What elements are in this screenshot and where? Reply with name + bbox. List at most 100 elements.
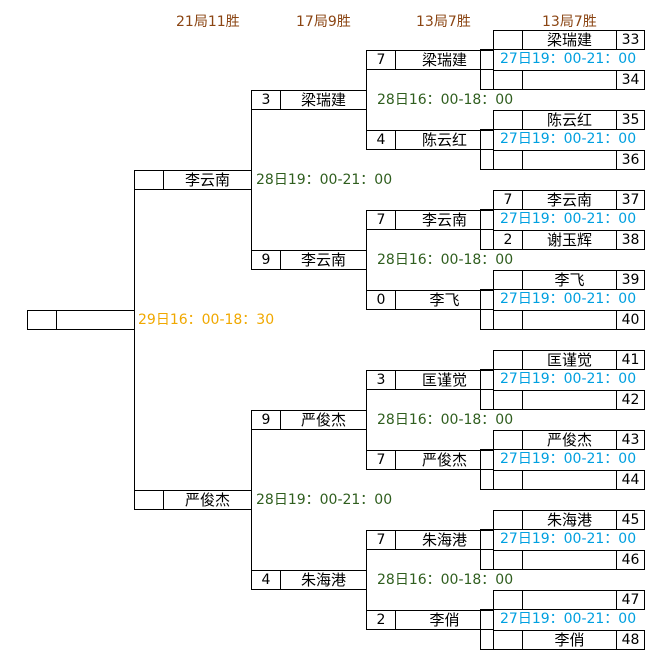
player-name: 严俊杰 bbox=[184, 491, 230, 509]
player-name: 李云南 bbox=[421, 211, 467, 229]
bracket-line bbox=[480, 329, 494, 330]
player-slot: 4 陈云红 bbox=[366, 130, 494, 150]
player-slot bbox=[493, 150, 617, 170]
player-slot bbox=[493, 310, 617, 330]
player-score: 4 bbox=[252, 571, 281, 589]
player-score bbox=[494, 471, 523, 489]
player-name bbox=[57, 311, 134, 329]
player-name: 梁瑞建 bbox=[421, 51, 467, 69]
player-score: 7 bbox=[367, 51, 396, 69]
match-time: 28日19：00-21：00 bbox=[256, 492, 393, 508]
player-name: 梁瑞建 bbox=[546, 31, 592, 49]
seed-number: 39 bbox=[616, 270, 645, 290]
player-score bbox=[494, 31, 523, 49]
match-time: 28日16：00-18：00 bbox=[377, 572, 514, 588]
player-name: 李云南 bbox=[546, 191, 592, 209]
bracket-line bbox=[480, 209, 494, 210]
seed-number: 34 bbox=[616, 70, 645, 90]
seed-number: 41 bbox=[616, 350, 645, 370]
round-header-2: 13局7胜 bbox=[416, 14, 471, 30]
match-time: 27日19：00-21：00 bbox=[500, 291, 637, 307]
bracket-line bbox=[480, 49, 494, 50]
bracket-line bbox=[480, 129, 494, 130]
player-score bbox=[135, 171, 164, 189]
player-name: 匡谨觉 bbox=[421, 371, 467, 389]
bracket-line bbox=[480, 89, 494, 90]
seed-number: 36 bbox=[616, 150, 645, 170]
player-name: 朱海港 bbox=[300, 571, 346, 589]
round-header-3: 17局9胜 bbox=[296, 14, 351, 30]
player-score: 0 bbox=[367, 291, 396, 309]
player-score: 7 bbox=[367, 211, 396, 229]
match-time: 28日16：00-18：00 bbox=[377, 252, 514, 268]
player-slot bbox=[27, 310, 135, 330]
seed-number: 44 bbox=[616, 470, 645, 490]
match-time: 27日19：00-21：00 bbox=[500, 611, 637, 627]
match-time: 27日19：00-21：00 bbox=[500, 131, 637, 147]
player-score: 7 bbox=[367, 531, 396, 549]
player-slot: 梁瑞建 bbox=[493, 30, 617, 50]
bracket-line bbox=[480, 369, 494, 370]
player-score bbox=[494, 111, 523, 129]
bracket-line bbox=[366, 549, 367, 630]
player-score: 7 bbox=[367, 451, 396, 469]
player-name: 朱海港 bbox=[546, 511, 592, 529]
player-slot: 朱海港 bbox=[493, 510, 617, 530]
match-time: 27日19：00-21：00 bbox=[500, 371, 637, 387]
match-time: 27日19：00-21：00 bbox=[500, 531, 637, 547]
player-name: 李飞 bbox=[554, 271, 585, 289]
match-time: 28日16：00-18：00 bbox=[377, 412, 514, 428]
player-name: 谢玉辉 bbox=[546, 231, 592, 249]
player-name: 严俊杰 bbox=[546, 431, 592, 449]
bracket-line bbox=[480, 289, 494, 290]
bracket-line bbox=[480, 249, 494, 250]
player-score bbox=[494, 271, 523, 289]
player-name: 李俏 bbox=[554, 631, 585, 649]
bracket-line bbox=[480, 449, 494, 450]
bracket-line bbox=[251, 109, 252, 270]
player-slot: 4 朱海港 bbox=[251, 570, 367, 590]
round-header-1: 13局7胜 bbox=[542, 14, 597, 30]
player-name: 李云南 bbox=[184, 171, 230, 189]
seed-number: 37 bbox=[616, 190, 645, 210]
player-slot: 9 李云南 bbox=[251, 250, 367, 270]
bracket-line bbox=[480, 369, 481, 410]
player-slot bbox=[493, 470, 617, 490]
player-slot: 2 李俏 bbox=[366, 610, 494, 630]
seed-number: 38 bbox=[616, 230, 645, 250]
player-name bbox=[523, 551, 616, 569]
player-score bbox=[28, 311, 57, 329]
player-name bbox=[523, 151, 616, 169]
round-header-4: 21局11胜 bbox=[176, 14, 240, 30]
bracket-line bbox=[480, 649, 494, 650]
player-slot: 匡谨觉 bbox=[493, 350, 617, 370]
player-score: 9 bbox=[252, 251, 281, 269]
player-name bbox=[523, 71, 616, 89]
player-name: 朱海港 bbox=[421, 531, 467, 549]
player-name bbox=[523, 471, 616, 489]
player-score: 2 bbox=[367, 611, 396, 629]
player-score bbox=[135, 491, 164, 509]
bracket-line bbox=[366, 69, 367, 150]
bracket-line bbox=[366, 389, 367, 470]
player-score: 4 bbox=[367, 131, 396, 149]
bracket-line bbox=[366, 229, 367, 310]
player-score bbox=[494, 311, 523, 329]
player-slot: 李飞 bbox=[493, 270, 617, 290]
bracket-line bbox=[480, 609, 481, 650]
match-time: 28日19：00-21：00 bbox=[256, 172, 393, 188]
player-name: 李云南 bbox=[300, 251, 346, 269]
player-score bbox=[494, 511, 523, 529]
player-score bbox=[494, 151, 523, 169]
player-name: 陈云红 bbox=[546, 111, 592, 129]
player-name: 陈云红 bbox=[421, 131, 467, 149]
player-name: 李俏 bbox=[429, 611, 460, 629]
bracket-line bbox=[480, 209, 481, 250]
player-slot bbox=[493, 70, 617, 90]
player-score: 9 bbox=[252, 411, 281, 429]
